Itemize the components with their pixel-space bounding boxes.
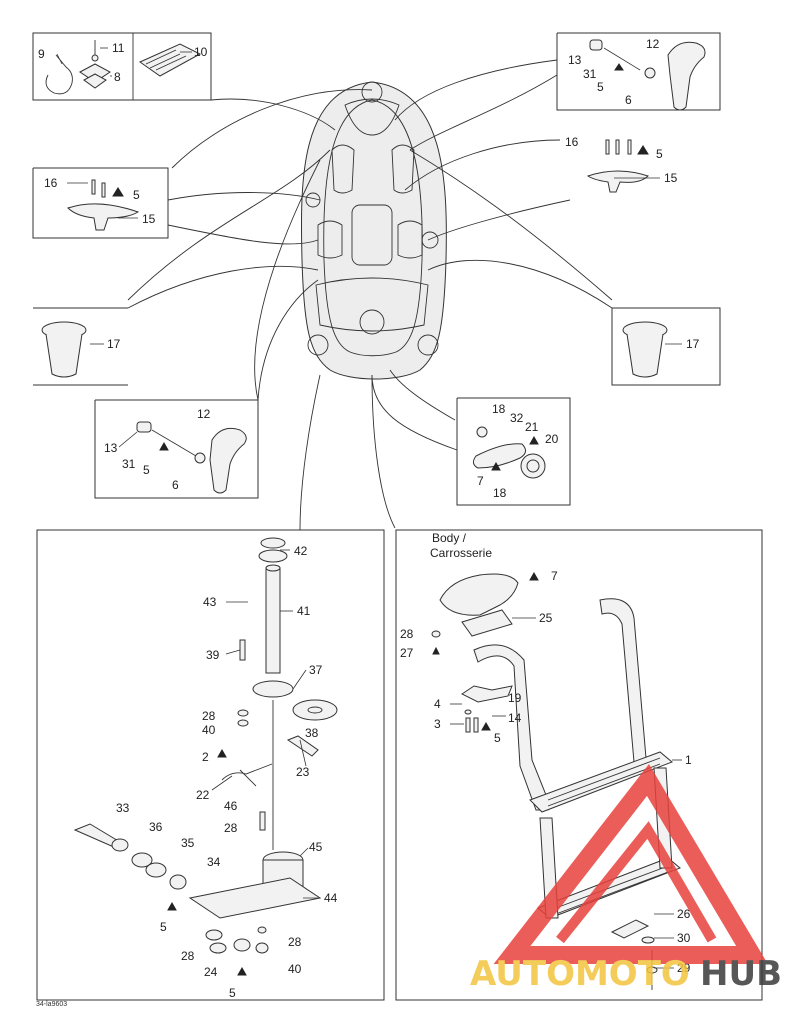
callout-37: 37 bbox=[309, 663, 323, 677]
callout-22: 22 bbox=[196, 788, 210, 802]
callout-5: 5 bbox=[143, 463, 150, 477]
box-latch bbox=[456, 397, 571, 506]
callout-31: 31 bbox=[583, 67, 597, 81]
callout-41: 41 bbox=[297, 604, 311, 618]
watermark-text-part1: AUTOMOTO bbox=[470, 954, 690, 994]
callout-33: 33 bbox=[116, 801, 130, 815]
callout-5: 5 bbox=[133, 188, 140, 202]
callout-5: 5 bbox=[656, 147, 663, 161]
box-ladder bbox=[395, 529, 763, 1001]
callout-12: 12 bbox=[646, 37, 660, 51]
callout-24: 24 bbox=[204, 965, 218, 979]
callout-46: 46 bbox=[224, 799, 238, 813]
callout-18: 18 bbox=[492, 402, 506, 416]
callout-8: 8 bbox=[114, 70, 121, 84]
callout-27: 27 bbox=[400, 646, 414, 660]
callout-2: 2 bbox=[202, 750, 209, 764]
watercraft-hull bbox=[300, 81, 447, 380]
callout-36: 36 bbox=[149, 820, 163, 834]
label-leaders bbox=[56, 47, 682, 969]
callout-26: 26 bbox=[677, 907, 691, 921]
callout-13: 13 bbox=[104, 441, 118, 455]
callout-10: 10 bbox=[194, 45, 208, 59]
callout-13: 13 bbox=[568, 53, 582, 67]
callout-21: 21 bbox=[525, 420, 539, 434]
callout-34: 34 bbox=[207, 855, 221, 869]
callout-28: 28 bbox=[224, 821, 238, 835]
callout-28: 28 bbox=[202, 709, 216, 723]
callout-16: 16 bbox=[44, 176, 58, 190]
box-cleat-left bbox=[32, 167, 169, 239]
callout-7: 7 bbox=[477, 474, 484, 488]
callout-39: 39 bbox=[206, 648, 220, 662]
box-handle-top bbox=[556, 32, 721, 111]
callout-18: 18 bbox=[493, 486, 507, 500]
callout-17: 17 bbox=[686, 337, 700, 351]
callout-19: 19 bbox=[508, 691, 522, 705]
callout-15: 15 bbox=[664, 171, 678, 185]
box-cupholder-left bbox=[33, 307, 128, 386]
callout-5: 5 bbox=[229, 986, 236, 1000]
callout-40: 40 bbox=[288, 962, 302, 976]
callout-4: 4 bbox=[434, 697, 441, 711]
callout-42: 42 bbox=[294, 544, 308, 558]
callout-3: 3 bbox=[434, 717, 441, 731]
reference-code: 34-la9603 bbox=[36, 1001, 67, 1008]
callout-40: 40 bbox=[202, 723, 216, 737]
callout-20: 20 bbox=[545, 432, 559, 446]
watermark-logo: AUTOMOTO HUB bbox=[470, 764, 782, 994]
callout-16: 16 bbox=[565, 135, 579, 149]
box-handle-left bbox=[94, 399, 259, 499]
watermark-text-part2: HUB bbox=[700, 954, 782, 994]
callout-45: 45 bbox=[309, 840, 323, 854]
body-label-line1: Body / bbox=[432, 531, 467, 545]
callout-9: 9 bbox=[38, 47, 45, 61]
callout-28: 28 bbox=[181, 949, 195, 963]
callout-29: 29 bbox=[677, 961, 691, 975]
callout-23: 23 bbox=[296, 765, 310, 779]
callout-11: 11 bbox=[112, 41, 125, 55]
callout-12: 12 bbox=[197, 407, 211, 421]
box-cupholder-right bbox=[611, 307, 721, 386]
clamp-part-9 bbox=[45, 54, 73, 95]
callout-31: 31 bbox=[122, 457, 136, 471]
callout-25: 25 bbox=[539, 611, 553, 625]
callout-14: 14 bbox=[508, 711, 522, 725]
callout-28: 28 bbox=[400, 627, 414, 641]
callout-1: 1 bbox=[685, 753, 692, 767]
callout-43: 43 bbox=[203, 595, 217, 609]
callout-6: 6 bbox=[172, 478, 179, 492]
callout-5: 5 bbox=[597, 80, 604, 94]
callout-38: 38 bbox=[305, 726, 319, 740]
body-label-line2: Carrosserie bbox=[430, 546, 492, 560]
callout-30: 30 bbox=[677, 931, 691, 945]
callout-15: 15 bbox=[142, 212, 156, 226]
callout-6: 6 bbox=[625, 93, 632, 107]
callout-44: 44 bbox=[324, 891, 338, 905]
callout-5: 5 bbox=[160, 920, 167, 934]
callout-32: 32 bbox=[510, 411, 524, 425]
box-ladder-mount bbox=[36, 529, 385, 1001]
callout-5: 5 bbox=[494, 731, 501, 745]
connector-lines bbox=[127, 59, 613, 531]
callout-labels: 9 11 8 10 13 12 31 5 6 16 5 15 16 5 15 1… bbox=[38, 37, 700, 1000]
callout-35: 35 bbox=[181, 836, 195, 850]
callout-7: 7 bbox=[551, 569, 558, 583]
callout-28: 28 bbox=[288, 935, 302, 949]
box-cleat-right bbox=[586, 139, 649, 193]
callout-17: 17 bbox=[107, 337, 121, 351]
